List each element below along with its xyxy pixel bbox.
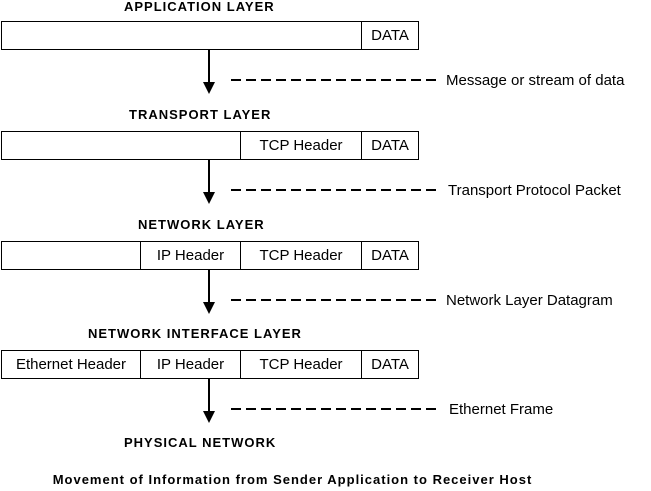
network-interface-layer-title: NETWORK INTERFACE LAYER [88, 326, 302, 341]
physical-network-title: PHYSICAL NETWORK [124, 435, 277, 450]
tcp-header-cell: TCP Header [240, 132, 361, 159]
application-layer-title: APPLICATION LAYER [124, 0, 275, 14]
ip-header-cell: IP Header [140, 351, 240, 378]
transport-layer-title: TRANSPORT LAYER [129, 107, 272, 122]
tcp-header-cell: TCP Header [240, 242, 361, 269]
dashed-leader-line [231, 299, 437, 301]
figure-caption: Movement of Information from Sender Appl… [52, 472, 533, 487]
ethernet-header-cell: Ethernet Header [15, 356, 127, 373]
transport-annotation: Transport Protocol Packet [448, 182, 621, 199]
down-arrow-icon [203, 160, 215, 204]
ip-header-cell: IP Header [140, 242, 240, 269]
data-cell: DATA [361, 242, 418, 269]
application-layer-packet: DATA [1, 21, 419, 50]
down-arrow-icon [203, 50, 215, 94]
data-cell: DATA [361, 22, 418, 49]
network-interface-annotation: Ethernet Frame [449, 401, 554, 418]
dashed-leader-line [231, 408, 437, 410]
down-arrow-icon [203, 379, 215, 423]
dashed-leader-line [231, 79, 437, 81]
network-layer-packet: IP Header TCP Header DATA [1, 241, 419, 270]
data-cell: DATA [361, 351, 418, 378]
application-annotation: Message or stream of data [446, 72, 625, 89]
tcp-header-cell: TCP Header [240, 351, 361, 378]
network-interface-layer-packet: Ethernet Header IP Header TCP Header DAT… [1, 350, 419, 379]
dashed-leader-line [231, 189, 437, 191]
down-arrow-icon [203, 270, 215, 314]
network-annotation: Network Layer Datagram [446, 292, 613, 309]
data-cell: DATA [361, 132, 418, 159]
transport-layer-packet: TCP Header DATA [1, 131, 419, 160]
network-layer-title: NETWORK LAYER [138, 217, 265, 232]
